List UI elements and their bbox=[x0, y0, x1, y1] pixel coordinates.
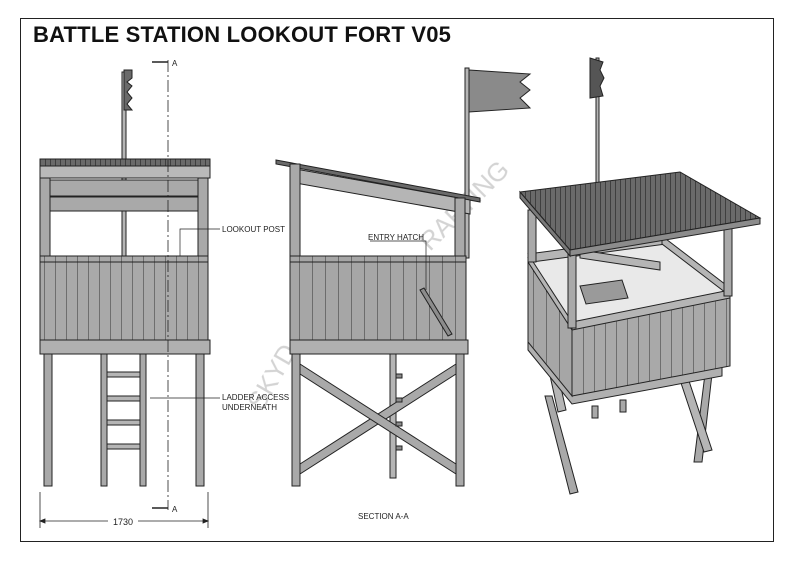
front-post-right-upper bbox=[197, 177, 209, 259]
front-leg-right bbox=[195, 353, 205, 487]
iso-leg-front-left bbox=[544, 395, 579, 495]
section-brace-2 bbox=[299, 363, 457, 475]
front-leg-left bbox=[43, 353, 53, 487]
sheet-border bbox=[20, 18, 774, 542]
section-post-left bbox=[289, 163, 301, 261]
section-annotations bbox=[370, 240, 427, 290]
width-dimension bbox=[38, 492, 210, 528]
section-roof bbox=[275, 159, 481, 203]
iso-hatch bbox=[579, 279, 629, 305]
front-ladder bbox=[100, 353, 147, 487]
label-ladder-underneath: UNDERNEATH bbox=[222, 403, 277, 412]
section-mark-top: A bbox=[172, 59, 178, 68]
front-post-left-upper bbox=[39, 177, 51, 259]
section-leg-right bbox=[455, 353, 465, 487]
front-roof-beam bbox=[39, 165, 211, 179]
section-deck bbox=[289, 339, 469, 355]
iso-flag bbox=[589, 57, 605, 99]
section-view bbox=[275, 67, 532, 487]
section-line-a: A A bbox=[152, 59, 178, 514]
drawing-title: BATTLE STATION LOOKOUT FORT V05 bbox=[33, 22, 452, 47]
label-section: SECTION A-A bbox=[358, 512, 409, 521]
front-flag bbox=[123, 69, 134, 111]
section-flag-pole bbox=[464, 67, 470, 259]
front-upper-rail bbox=[49, 179, 201, 197]
front-annotations bbox=[150, 228, 220, 399]
label-ladder-access: LADDER ACCESS bbox=[222, 393, 289, 402]
width-dimension-text: 1730 bbox=[113, 517, 133, 527]
front-deck bbox=[39, 339, 211, 355]
front-elevation bbox=[39, 69, 211, 487]
section-wall bbox=[289, 255, 467, 341]
iso-post-3 bbox=[723, 225, 733, 297]
front-upper-rail-2 bbox=[49, 196, 201, 212]
label-entry-hatch: ENTRY HATCH bbox=[368, 233, 424, 242]
front-wall-cladding bbox=[39, 255, 209, 341]
section-post-right bbox=[454, 197, 466, 261]
front-roof bbox=[39, 158, 211, 167]
entry-hatch bbox=[419, 287, 453, 337]
section-mark-bottom: A bbox=[172, 505, 178, 514]
section-flag bbox=[468, 69, 532, 113]
label-lookout-post: LOOKOUT POST bbox=[222, 225, 285, 234]
iso-post-1 bbox=[527, 209, 537, 263]
section-leg-left bbox=[291, 353, 301, 487]
isometric-view bbox=[519, 57, 762, 495]
